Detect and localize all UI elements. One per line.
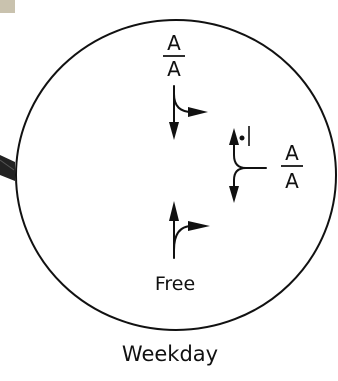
- edge-stripe-line: [0, 159, 15, 171]
- top-approach-arrows: [169, 85, 208, 140]
- right-approach-arrows: [229, 126, 267, 203]
- top-through-arrowhead: [169, 122, 179, 140]
- right-up-turn-shaft: [233, 141, 267, 169]
- top-denominator: A: [167, 57, 181, 81]
- right-down-turn-shaft: [233, 167, 247, 191]
- right-numerator: A: [285, 141, 299, 165]
- top-turn-arrowhead: [188, 107, 208, 117]
- intersection-circle: [15, 19, 337, 331]
- right-signal-fraction: A A: [281, 141, 303, 193]
- top-signal-fraction: A A: [163, 31, 185, 81]
- corner-tab: [0, 0, 15, 13]
- top-numerator: A: [167, 31, 181, 55]
- bottom-turn-arrowhead: [188, 221, 210, 231]
- right-denominator: A: [285, 169, 299, 193]
- right-marker-dot: [239, 135, 245, 141]
- bottom-through-arrowhead: [169, 201, 179, 221]
- right-up-turn-arrowhead: [229, 128, 239, 145]
- bottom-approach-arrows: [169, 201, 210, 259]
- bottom-free-label: Free: [155, 273, 195, 295]
- edge-stripe: [0, 155, 15, 181]
- diagram-caption: Weekday: [122, 342, 218, 366]
- right-down-turn-arrowhead: [229, 186, 239, 203]
